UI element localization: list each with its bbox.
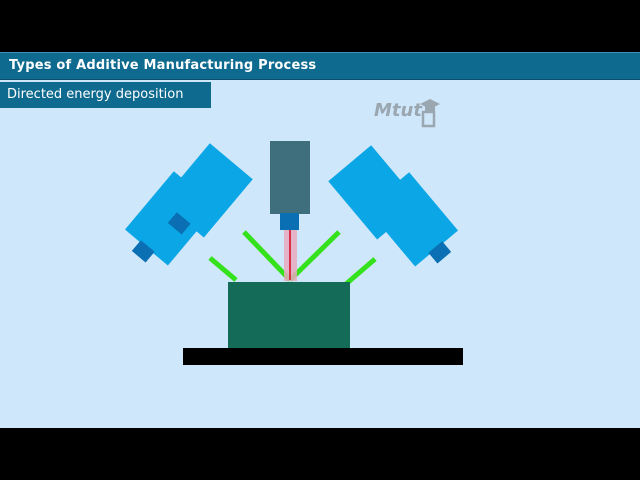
workpiece [228, 282, 350, 349]
slide-title: Types of Additive Manufacturing Process [9, 58, 317, 73]
title-bar: Types of Additive Manufacturing Process [0, 52, 640, 80]
slide-area: Types of Additive Manufacturing Process … [0, 52, 640, 428]
laser-head [270, 141, 310, 214]
mtutor-logo: Mtut [374, 96, 444, 130]
logo-text: Mtut [374, 100, 422, 121]
powder-stream-right-outer [344, 257, 377, 286]
powder-stream-right-inner [288, 230, 341, 282]
ded-diagram [124, 141, 463, 365]
laser-nozzle [280, 213, 299, 230]
powder-stream-left-inner [242, 230, 292, 282]
slide-subtitle: Directed energy deposition [7, 87, 184, 102]
graduation-cap-icon [420, 99, 440, 128]
build-plate [183, 348, 463, 365]
powder-stream-left-outer [208, 256, 238, 282]
subtitle-box: Directed energy deposition [0, 82, 211, 108]
powder-nozzle-right-outer [366, 172, 459, 267]
powder-nozzle-left-inner [160, 143, 253, 238]
